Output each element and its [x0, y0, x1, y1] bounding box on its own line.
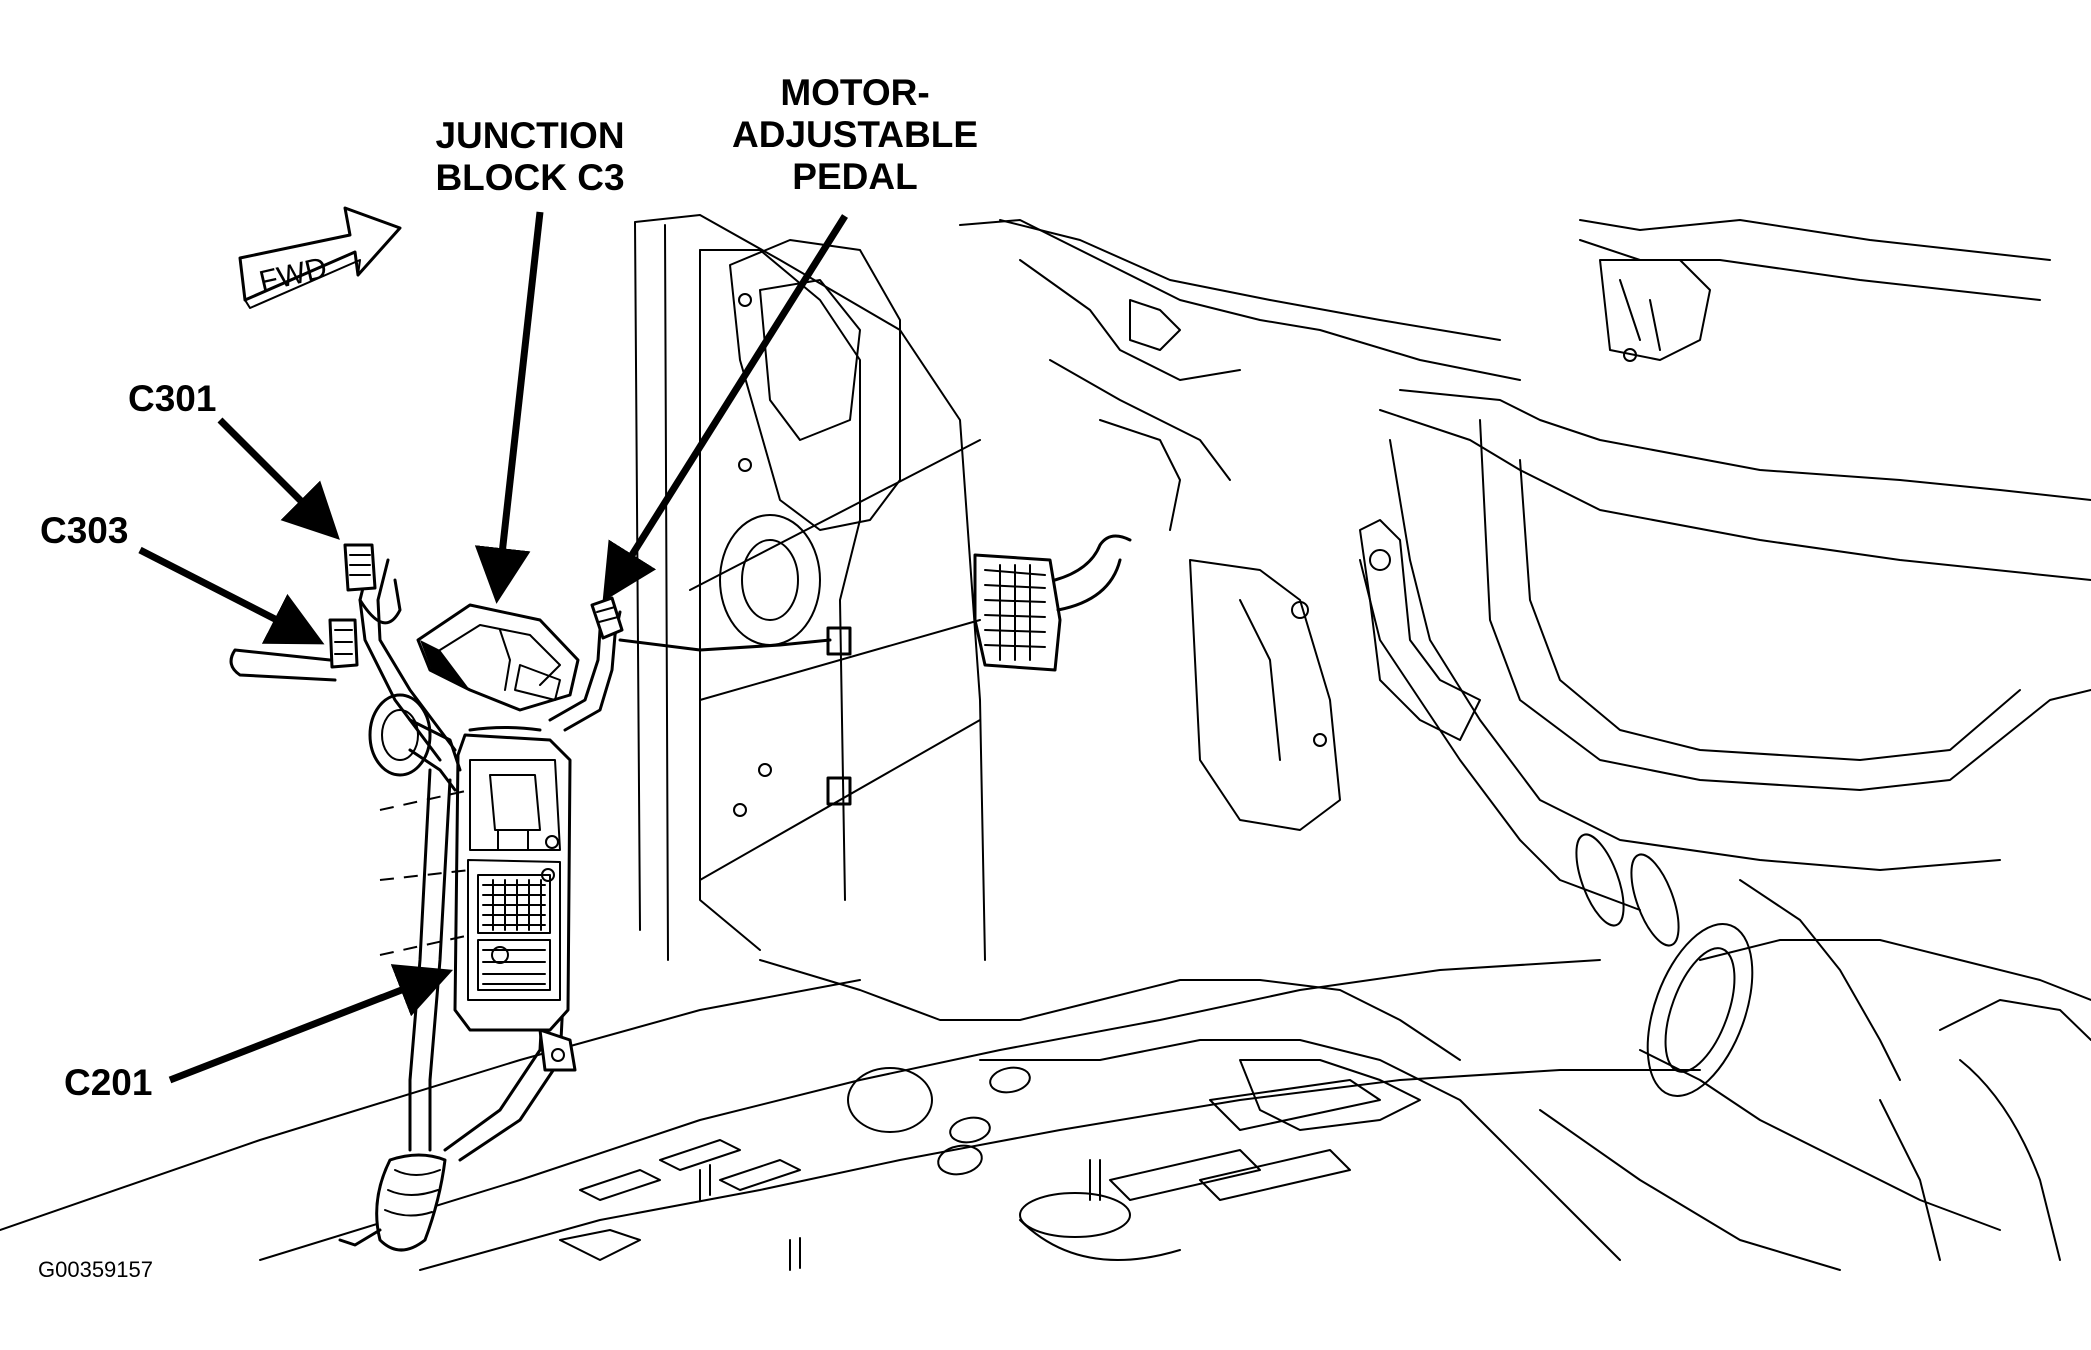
motor-pedal-leader — [602, 214, 848, 602]
c301-label: C301 — [128, 378, 217, 419]
c201-leader — [168, 964, 454, 1084]
c303-label: C303 — [40, 510, 129, 551]
motor-adjustable-pedal-label: MOTOR- ADJUSTABLE PEDAL — [715, 72, 995, 198]
c301-leader — [217, 417, 340, 540]
wiring-harness — [229, 534, 1132, 1252]
motor-pedal-label-line1: MOTOR- — [780, 72, 930, 113]
forward-direction-arrow: FWD — [238, 206, 402, 309]
junction-block-label-line1: JUNCTION — [435, 115, 625, 156]
vehicle-body-linework — [0, 214, 2091, 1271]
junction-block-leader — [474, 211, 544, 604]
junction-block-label-line2: BLOCK C3 — [435, 157, 625, 198]
c201-label: C201 — [64, 1062, 153, 1103]
figure-id: G00359157 — [38, 1257, 153, 1282]
c303-leader — [138, 546, 325, 645]
motor-pedal-label-line2: ADJUSTABLE — [732, 114, 978, 155]
leader-arrows — [138, 211, 848, 1084]
motor-pedal-label-line3: PEDAL — [792, 156, 918, 197]
junction-block-c3-label: JUNCTION BLOCK C3 — [410, 115, 650, 199]
